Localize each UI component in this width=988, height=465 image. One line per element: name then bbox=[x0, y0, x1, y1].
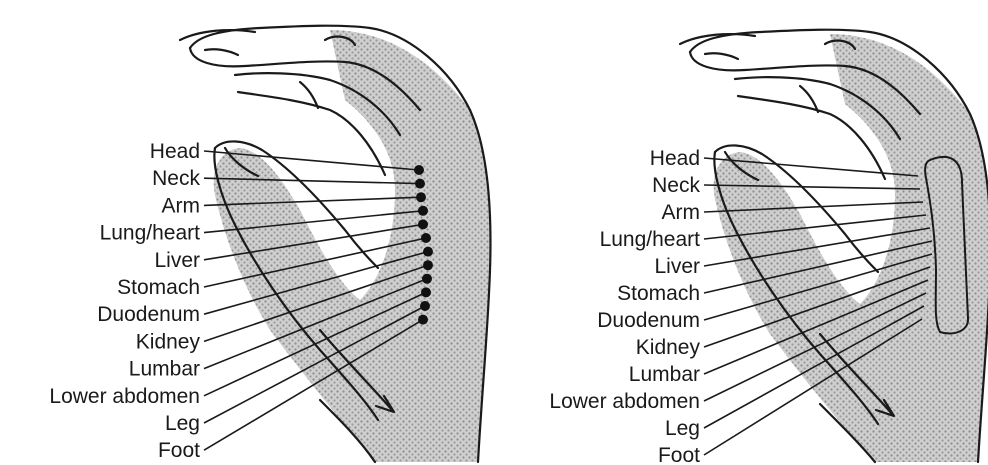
labels-right: HeadNeckArmLung/heartLiverStomachDuodenu… bbox=[549, 147, 700, 465]
acupoint-head bbox=[414, 165, 424, 175]
label-right-stomach: Stomach bbox=[617, 282, 700, 305]
label-left-liver: Liver bbox=[154, 249, 200, 272]
acupoint-lumbar bbox=[422, 274, 432, 284]
label-left-leg: Leg bbox=[165, 412, 200, 435]
label-left-head: Head bbox=[150, 140, 200, 163]
label-left-neck: Neck bbox=[152, 167, 200, 190]
label-right-lung-heart: Lung/heart bbox=[600, 228, 701, 251]
label-left-lower-abdomen: Lower abdomen bbox=[49, 385, 200, 408]
label-right-lower-abdomen: Lower abdomen bbox=[549, 390, 700, 413]
label-left-stomach: Stomach bbox=[117, 276, 200, 299]
acupoint-lower-abdomen bbox=[421, 287, 431, 297]
label-right-duodenum: Duodenum bbox=[597, 309, 700, 332]
hand-illustration-left bbox=[180, 26, 490, 462]
acupoint-duodenum bbox=[423, 247, 433, 257]
label-right-kidney: Kidney bbox=[636, 336, 701, 359]
labels-left: HeadNeckArmLung/heartLiverStomachDuodenu… bbox=[49, 140, 200, 462]
acupoint-foot bbox=[418, 315, 428, 325]
label-right-foot: Foot bbox=[658, 444, 700, 465]
label-right-lumbar: Lumbar bbox=[629, 363, 700, 386]
label-left-lung-heart: Lung/heart bbox=[100, 222, 201, 245]
label-left-lumbar: Lumbar bbox=[129, 358, 200, 381]
acupoint-kidney bbox=[423, 260, 433, 270]
label-right-leg: Leg bbox=[665, 417, 700, 440]
label-left-duodenum: Duodenum bbox=[97, 303, 200, 326]
label-left-kidney: Kidney bbox=[136, 330, 201, 353]
label-left-foot: Foot bbox=[158, 439, 200, 462]
acupoint-lung-heart bbox=[418, 206, 428, 216]
acupoint-liver bbox=[418, 219, 428, 229]
label-right-head: Head bbox=[650, 147, 700, 170]
label-left-arm: Arm bbox=[162, 194, 201, 217]
acupoint-stomach bbox=[421, 233, 431, 243]
acupoint-arm bbox=[416, 192, 426, 202]
label-right-arm: Arm bbox=[662, 201, 701, 224]
label-right-neck: Neck bbox=[652, 174, 700, 197]
acupoint-leg bbox=[420, 301, 430, 311]
acupoint-neck bbox=[415, 179, 425, 189]
label-right-liver: Liver bbox=[654, 255, 700, 278]
hand-illustration-right bbox=[680, 30, 988, 462]
